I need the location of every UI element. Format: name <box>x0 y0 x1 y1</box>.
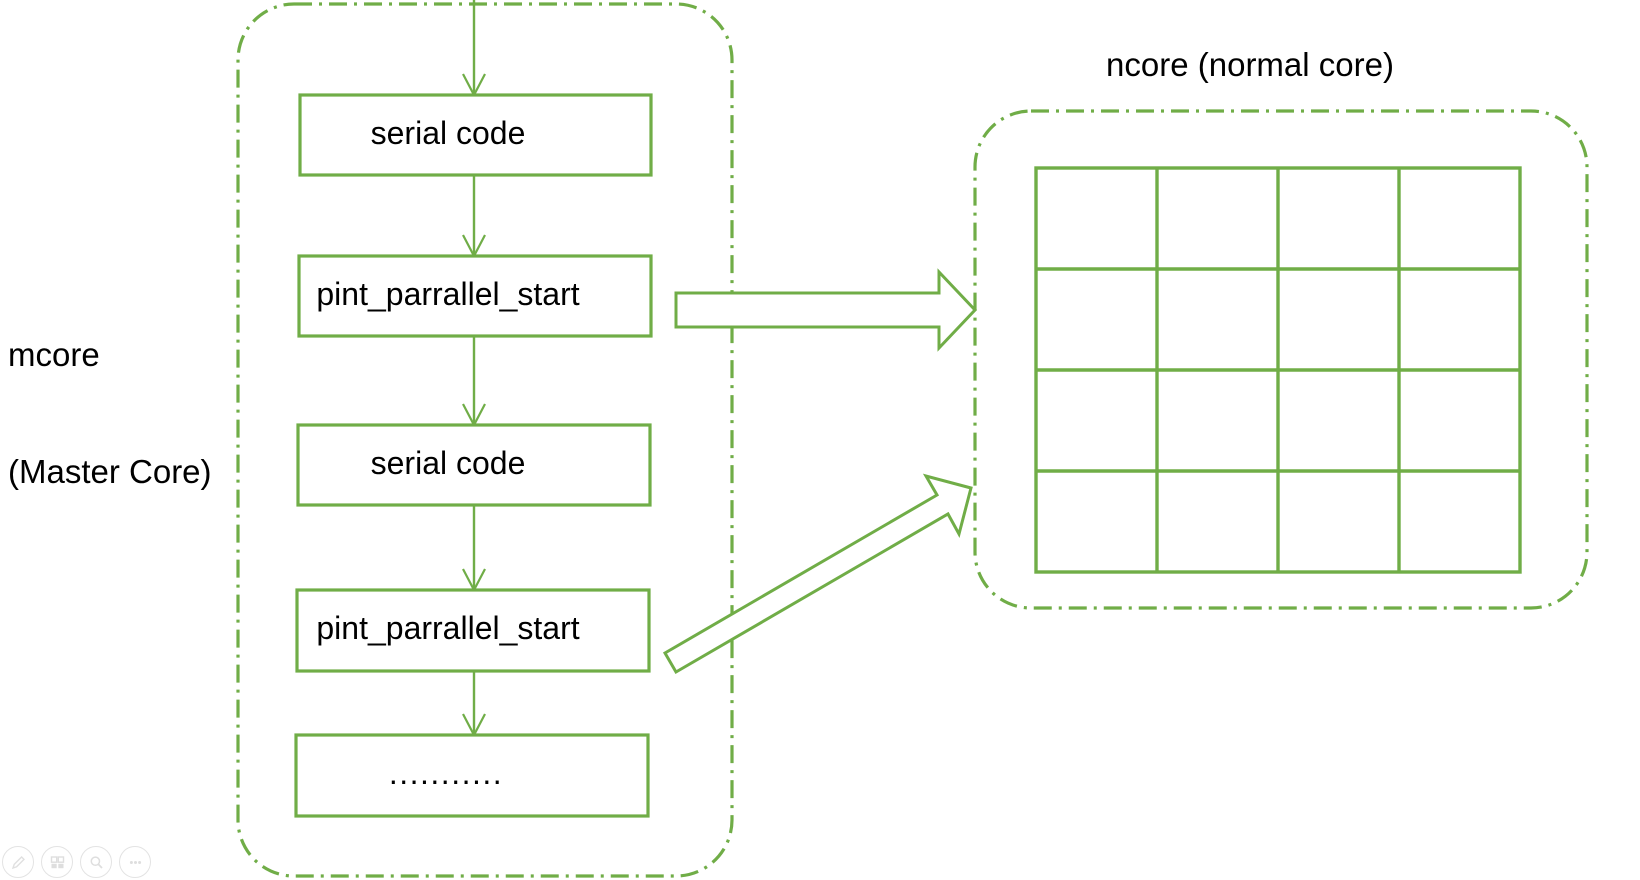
box-serial-code-1 <box>298 93 653 177</box>
more-icon[interactable] <box>119 846 151 878</box>
layout-icon[interactable] <box>41 846 73 878</box>
mcore-container <box>236 2 734 878</box>
connector-serial1-to-pint1 <box>462 171 486 259</box>
bottom-toolbar <box>2 846 151 878</box>
mcore-label-line2: (Master Core) <box>8 452 212 490</box>
mcore-label-line1: mcore <box>8 335 100 373</box>
ncore-label: ncore (normal core) <box>1106 46 1394 83</box>
connector-pint2-to-dots <box>462 666 486 738</box>
box-serial-code-2 <box>296 423 652 507</box>
box-pint-parrallel-start-2 <box>295 588 651 673</box>
connector-entry-arrow <box>462 0 486 98</box>
box-pint-parrallel-start-1 <box>297 254 653 338</box>
pen-icon[interactable] <box>2 846 34 878</box>
arrow-pint1-to-ncore <box>674 268 978 352</box>
ncore-grid <box>1034 166 1522 574</box>
arrow-pint2-to-ncore <box>662 473 973 675</box>
box-continuation <box>294 733 650 818</box>
ncore-container <box>973 109 1589 610</box>
mcore-label: mcore (Master Core) <box>8 258 238 570</box>
search-icon[interactable] <box>80 846 112 878</box>
connector-serial2-to-pint2 <box>462 501 486 593</box>
connector-pint1-to-serial2 <box>462 332 486 428</box>
